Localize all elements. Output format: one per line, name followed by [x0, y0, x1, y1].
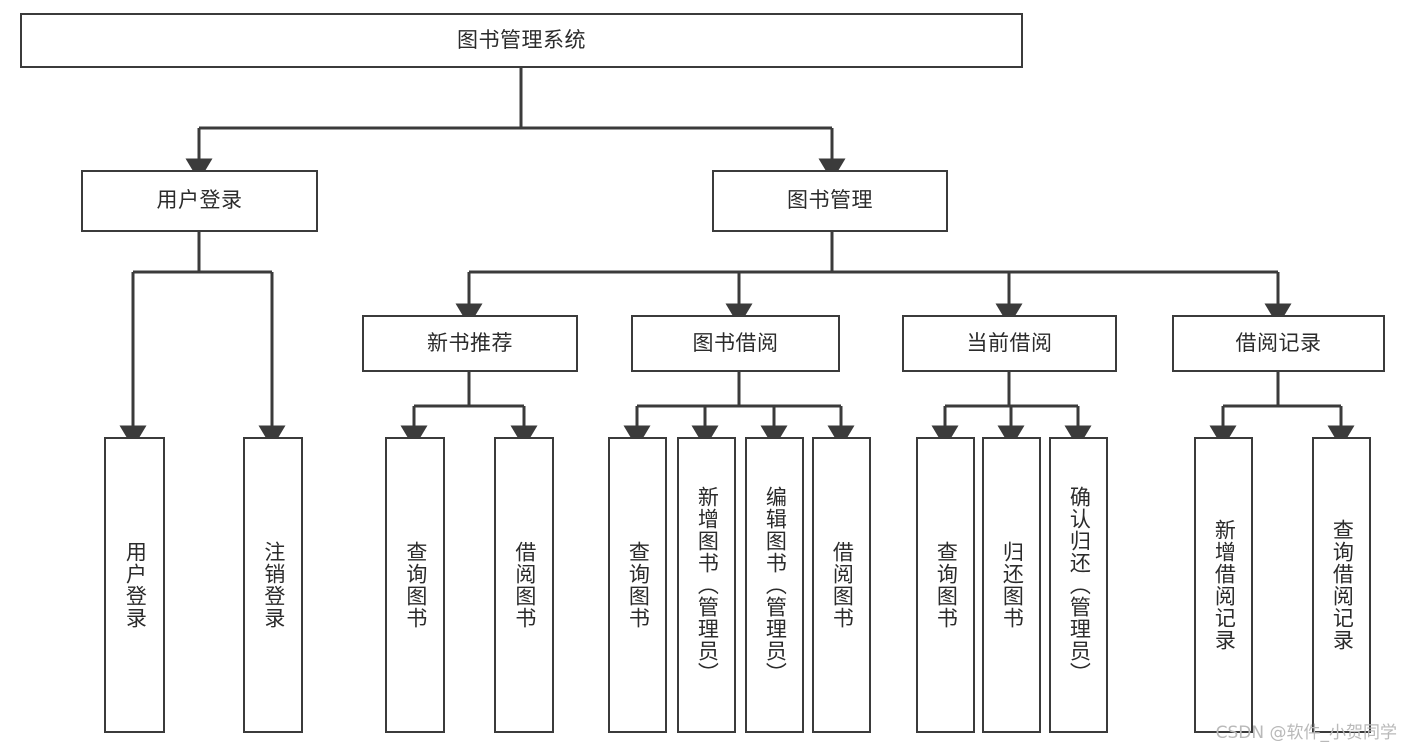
leaf-current-return-label: 归还图书 — [1000, 541, 1025, 629]
node-borrow-record[interactable]: 借阅记录 — [1172, 315, 1385, 372]
leaf-new-book-query-label: 查询图书 — [403, 541, 428, 629]
leaf-borrow-query[interactable]: 查询图书 — [608, 437, 667, 733]
leaf-borrow-lend-book-label: 借阅图书 — [830, 541, 855, 629]
leaf-borrow-add-book-label: 新增图书（管理员） — [695, 486, 720, 684]
node-book-borrow[interactable]: 图书借阅 — [631, 315, 840, 372]
node-borrow-record-label: 借阅记录 — [1235, 330, 1322, 355]
node-user-login-label: 用户登录 — [156, 188, 243, 213]
leaf-current-confirm-return[interactable]: 确认归还（管理员） — [1049, 437, 1108, 733]
leaf-new-book-borrow-label: 借阅图书 — [512, 541, 537, 629]
node-book-management[interactable]: 图书管理 — [712, 170, 948, 232]
leaf-new-book-borrow[interactable]: 借阅图书 — [494, 437, 554, 733]
node-book-borrow-label: 图书借阅 — [692, 330, 779, 355]
leaf-record-query-label: 查询借阅记录 — [1330, 519, 1355, 651]
leaf-current-return[interactable]: 归还图书 — [982, 437, 1041, 733]
leaf-record-add[interactable]: 新增借阅记录 — [1194, 437, 1253, 733]
leaf-current-query[interactable]: 查询图书 — [916, 437, 975, 733]
leaf-borrow-query-label: 查询图书 — [626, 541, 651, 629]
leaf-borrow-edit-book-label: 编辑图书（管理员） — [763, 486, 788, 684]
node-user-login[interactable]: 用户登录 — [81, 170, 318, 232]
leaf-logout-label: 注销登录 — [261, 541, 286, 629]
node-current-borrow[interactable]: 当前借阅 — [902, 315, 1117, 372]
leaf-current-confirm-return-label: 确认归还（管理员） — [1067, 486, 1092, 684]
leaf-new-book-query[interactable]: 查询图书 — [385, 437, 445, 733]
leaf-current-query-label: 查询图书 — [934, 541, 959, 629]
leaf-record-add-label: 新增借阅记录 — [1212, 519, 1237, 651]
node-new-book-recommend-label: 新书推荐 — [427, 330, 513, 355]
node-new-book-recommend[interactable]: 新书推荐 — [362, 315, 578, 372]
node-root-label: 图书管理系统 — [457, 27, 586, 52]
node-book-management-label: 图书管理 — [787, 188, 873, 213]
leaf-borrow-add-book[interactable]: 新增图书（管理员） — [677, 437, 736, 733]
leaf-user-login-label: 用户登录 — [123, 541, 148, 629]
watermark: CSDN @软件_小贺同学 — [1215, 723, 1397, 743]
leaf-record-query[interactable]: 查询借阅记录 — [1312, 437, 1371, 733]
leaf-user-login[interactable]: 用户登录 — [104, 437, 165, 733]
leaf-borrow-edit-book[interactable]: 编辑图书（管理员） — [745, 437, 804, 733]
leaf-borrow-lend-book[interactable]: 借阅图书 — [812, 437, 871, 733]
node-root[interactable]: 图书管理系统 — [20, 13, 1023, 68]
leaf-logout[interactable]: 注销登录 — [243, 437, 303, 733]
node-current-borrow-label: 当前借阅 — [966, 330, 1053, 355]
